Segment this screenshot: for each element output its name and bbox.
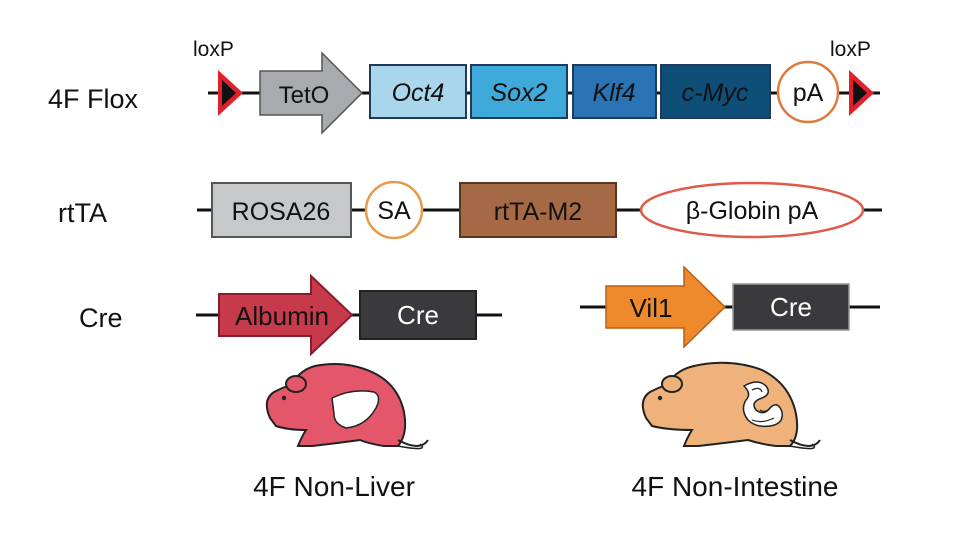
gene-box-sox2 — [470, 64, 568, 119]
intestine-cre-label: Cre — [770, 292, 812, 322]
gene-label-cmyc: c-Myc — [682, 79, 749, 107]
teto-promoter-label: TetO — [279, 82, 330, 109]
intestine-cre-box — [732, 283, 850, 331]
beta-globin-pa-label: β-Globin pA — [686, 197, 819, 225]
flox-polya-label: pA — [793, 79, 824, 107]
loxp-right-label: loxP — [830, 38, 871, 61]
cre-row-label: Cre — [79, 303, 123, 333]
rtta-row-label: rtTA — [58, 198, 107, 228]
albumin-promoter-arrow — [218, 273, 354, 357]
gene-label-klf4: Klf4 — [592, 79, 635, 107]
liver-cre-label: Cre — [397, 300, 439, 330]
liver-mouse-icon — [265, 363, 429, 450]
sa-label: SA — [377, 197, 411, 225]
rosa26-box — [211, 182, 352, 238]
intestine-mouse-caption: 4F Non-Intestine — [632, 471, 839, 502]
gene-label-sox2: Sox2 — [491, 79, 548, 107]
rtta-m2-label: rtTA-M2 — [494, 198, 582, 226]
vil1-promoter-label: Vil1 — [630, 293, 673, 323]
liver-cre-box — [359, 290, 477, 340]
gene-box-oct4 — [369, 64, 467, 119]
intestine-mouse-icon — [641, 361, 821, 450]
albumin-promoter-label: Albumin — [235, 301, 329, 331]
liver-organ-icon — [331, 390, 380, 429]
gene-box-klf4 — [572, 64, 657, 119]
teto-promoter-arrow — [259, 51, 364, 135]
vil1-promoter-arrow — [605, 265, 727, 349]
loxp-left-label: loxP — [193, 38, 234, 61]
intestine-organ-icon — [742, 381, 783, 428]
beta-globin-pa-ellipse — [639, 181, 865, 239]
liver-mouse-caption: 4F Non-Liver — [253, 471, 415, 502]
rtta-m2-box — [459, 182, 617, 238]
gene-label-oct4: Oct4 — [392, 79, 445, 107]
flox-row-label: 4F Flox — [48, 84, 139, 114]
sa-circle — [364, 180, 424, 240]
gene-box-cmyc — [660, 64, 771, 119]
rosa26-label: ROSA26 — [232, 198, 331, 226]
flox-polya-circle — [776, 60, 840, 124]
